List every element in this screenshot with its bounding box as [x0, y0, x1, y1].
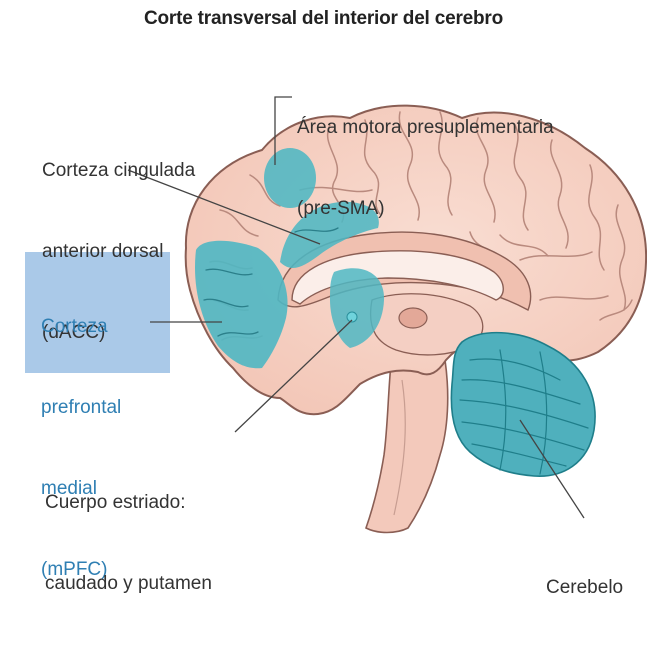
- label-mpfc-line2: prefrontal: [41, 397, 122, 418]
- label-cerebellum: Cerebelo: [546, 520, 623, 655]
- label-cerebellum-line1: Cerebelo: [546, 577, 624, 598]
- label-striatum-line1: Cuerpo estriado:: [45, 492, 186, 513]
- label-dacc-line1: Corteza cingulada: [42, 160, 196, 181]
- label-dacc-line3: (dACC): [42, 322, 106, 343]
- pre-sma-region: [264, 148, 316, 208]
- label-mpfc-line1: Corteza: [41, 316, 108, 337]
- label-pre-sma-line2: (pre-SMA): [297, 198, 385, 219]
- label-dacc: Corteza cingulada anterior dorsal (dACC): [42, 103, 195, 400]
- striatum-leader: [234, 319, 353, 433]
- dacc-region: [280, 201, 379, 269]
- label-mpfc-line3: medial: [41, 478, 97, 499]
- label-dacc-line2: anterior dorsal: [42, 241, 164, 262]
- mpfc-highlight-box: [25, 252, 170, 373]
- pre-sma-leader: [274, 96, 292, 165]
- brain-illustration: [127, 96, 647, 534]
- leader-lines: [127, 96, 585, 519]
- label-striatum: Cuerpo estriado: caudado y putamen: [45, 435, 212, 651]
- label-striatum-line2: caudado y putamen: [45, 573, 212, 594]
- diagram-title: Corte transversal del interior del cereb…: [143, 8, 504, 29]
- label-pre-sma: Área motora presuplementaria (pre-SMA): [297, 60, 554, 276]
- cerebellum: [450, 331, 596, 477]
- dacc-leader: [127, 169, 321, 245]
- cerebellum-leader: [519, 419, 585, 519]
- brain-diagram: Corte transversal del interior del cereb…: [25, 8, 647, 598]
- label-pre-sma-line1: Área motora presuplementaria: [297, 117, 554, 138]
